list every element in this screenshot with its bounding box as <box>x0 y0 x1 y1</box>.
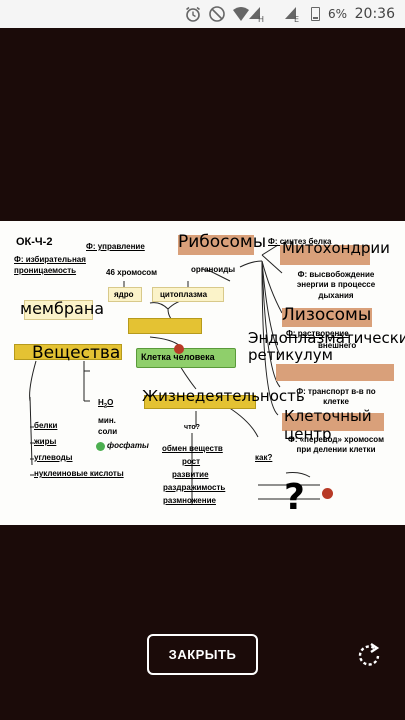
red-dot <box>322 488 333 499</box>
battery-percent: 6% <box>328 7 348 21</box>
cell-box <box>136 348 236 368</box>
empty-yellow-box <box>128 318 202 334</box>
carbohydrates-label: углеводы <box>34 453 73 462</box>
worksheet-code: ОК-Ч-2 <box>16 236 53 248</box>
growth-label: рост <box>182 457 201 466</box>
worksheet-photo: ОК-Ч-2 Ф: управление Ф: избирательная пр… <box>0 221 405 525</box>
nucleus-box <box>108 287 142 302</box>
rotate-icon[interactable] <box>355 642 383 670</box>
battery-icon <box>311 7 320 21</box>
clock: 20:36 <box>354 6 395 22</box>
mitochondria-function-label: Ф: высвобождение энергии в процессе дыха… <box>296 270 376 300</box>
centrosome-label: Клеточный центр <box>284 407 372 443</box>
how-label: как? <box>255 453 273 462</box>
development-label: развитие <box>172 470 209 479</box>
ribosomes-box <box>178 235 254 255</box>
membrane-function-label: Ф: избирательная проницаемость <box>14 255 86 275</box>
lysosomes-box <box>282 308 372 327</box>
centrosome-box <box>282 413 384 431</box>
ribosomes-function-label: Ф: синтез белка <box>268 237 332 246</box>
mitochondria-box <box>280 245 370 265</box>
cell-label: Клетка человека <box>141 352 215 362</box>
membrane-box <box>24 300 93 320</box>
question-mark: ? <box>284 477 305 518</box>
close-button[interactable]: ЗАКРЫТЬ <box>147 634 258 675</box>
ribosomes-label: Рибосомы <box>178 232 267 252</box>
centrosome-function-label: Ф: «перевод» хромосом при делении клетки <box>288 435 384 455</box>
lysosomes-function-label: Ф: растворение <box>286 329 349 338</box>
mitochondria-label: Митохондрии <box>282 239 390 257</box>
membrane-label: мембрана <box>20 299 105 318</box>
proteins-label: белки <box>34 421 58 430</box>
signal-icon <box>249 7 260 19</box>
nucleus-function-label: Ф: управление <box>86 242 145 251</box>
wifi-icon <box>233 7 249 21</box>
mineral-salts-label: мин. соли <box>98 416 118 436</box>
metabolism-label: обмен веществ <box>162 444 223 453</box>
network-type-h: H <box>258 15 265 24</box>
vital-activity-label: Жизнедеятельность <box>142 387 305 405</box>
signal-icon <box>285 7 296 19</box>
water-label: H2O <box>98 398 114 410</box>
lysosomes-label: Лизосомы <box>282 305 372 325</box>
nucleic-acids-label: нуклеиновые кислоты <box>34 469 124 478</box>
er-function-label: Ф: транспорт в-в по клетке <box>296 387 376 407</box>
vital-activity-box <box>144 395 256 409</box>
silent-icon <box>209 6 225 22</box>
green-dot <box>96 442 105 451</box>
irritability-label: раздражимость <box>163 483 226 492</box>
alarm-icon <box>186 6 200 22</box>
er-label: Эндоплазматический ретикулум <box>248 329 405 364</box>
lysosomes-function-2-label: внешнего <box>318 341 357 350</box>
substances-label: Вещества <box>32 343 121 363</box>
reproduction-label: размножение <box>163 496 216 505</box>
red-dot <box>174 344 184 354</box>
substances-box <box>14 344 122 360</box>
what-label: что? <box>184 424 200 431</box>
nucleus-label: ядро <box>114 290 134 299</box>
cytoplasm-label: цитоплазма <box>160 290 208 299</box>
phosphates-label: фосфаты <box>107 441 149 450</box>
chromosomes-label: 46 хромосом <box>106 268 157 277</box>
organoids-label: органоиды <box>191 265 236 274</box>
network-type-e: E <box>294 15 300 24</box>
status-bar: H E 6% 20:36 <box>0 0 405 28</box>
cytoplasm-box <box>152 287 224 302</box>
er-box <box>276 364 394 381</box>
fats-label: жиры <box>34 437 57 446</box>
